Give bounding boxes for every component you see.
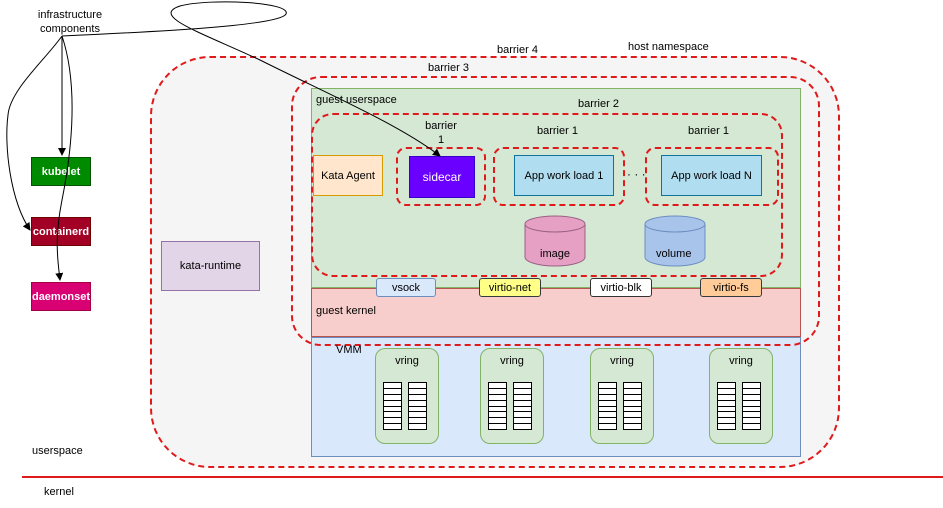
- barrier-2-boundary: [311, 113, 783, 277]
- virtio-blk-port: virtio-blk: [590, 278, 652, 297]
- vring-4: vring: [709, 348, 773, 444]
- kubelet-box: kubelet: [31, 157, 91, 186]
- barrier-4-boundary: [150, 56, 840, 468]
- vsock-port: vsock: [376, 278, 436, 297]
- vring-label: vring: [729, 355, 753, 367]
- app-workload-1-box: App work load 1: [514, 155, 614, 196]
- ring-buffer-left: [598, 382, 617, 430]
- barrier-1-sidecar-boundary: [396, 147, 486, 206]
- barrier-2-label: barrier 2: [578, 98, 619, 110]
- ring-buffer-right: [513, 382, 532, 430]
- containerd-box: containerd: [31, 217, 91, 246]
- vring-label: vring: [395, 355, 419, 367]
- barrier-1-app1-boundary: [493, 147, 625, 206]
- image-cylinder: [524, 215, 586, 267]
- vmm-label: VMM: [336, 344, 362, 356]
- barrier-3-label: barrier 3: [428, 62, 469, 74]
- vring-2: vring: [480, 348, 544, 444]
- guest-kernel-label: guest kernel: [316, 305, 376, 317]
- virtio-fs-port: virtio-fs: [700, 278, 762, 297]
- host-namespace-label: host namespace: [628, 41, 709, 53]
- ring-buffer-right: [742, 382, 761, 430]
- volume-label: volume: [656, 248, 692, 260]
- userspace-label: userspace: [32, 445, 83, 457]
- kata-runtime-box: kata-runtime: [161, 241, 260, 291]
- infrastructure-components-label: infrastructure components: [37, 9, 103, 35]
- kata-agent-box: Kata Agent: [313, 155, 383, 196]
- ring-buffer-right: [408, 382, 427, 430]
- barrier-1-appN-label: barrier 1: [688, 125, 729, 137]
- ring-buffer-left: [488, 382, 507, 430]
- ring-buffer-left: [717, 382, 736, 430]
- ellipsis-label: · · ·: [627, 167, 646, 181]
- barrier-3-boundary: [291, 76, 820, 346]
- image-label: image: [540, 248, 570, 260]
- barrier-1-appN-boundary: [645, 147, 779, 206]
- vring-label: vring: [610, 355, 634, 367]
- vring-3: vring: [590, 348, 654, 444]
- barrier-1-app1-label: barrier 1: [537, 125, 578, 137]
- barrier-4-label: barrier 4: [497, 44, 538, 56]
- ring-buffer-right: [623, 382, 642, 430]
- ring-buffer-left: [383, 382, 402, 430]
- kernel-separator-line: [22, 476, 943, 478]
- arrow-to-containerd: [6, 35, 63, 231]
- vring-1: vring: [375, 348, 439, 444]
- app-workload-n-box: App work load N: [661, 155, 762, 196]
- daemonset-box: daemonset: [31, 282, 91, 311]
- volume-cylinder: [644, 215, 706, 267]
- vring-label: vring: [500, 355, 524, 367]
- arrow-to-daemonset: [55, 35, 73, 281]
- barrier-1-sidecar-label: barrier 1: [425, 120, 457, 146]
- virtio-net-port: virtio-net: [479, 278, 541, 297]
- arrow-to-sidecar: [61, 1, 441, 157]
- kernel-label: kernel: [44, 486, 74, 498]
- sidecar-box: sidecar: [409, 156, 475, 198]
